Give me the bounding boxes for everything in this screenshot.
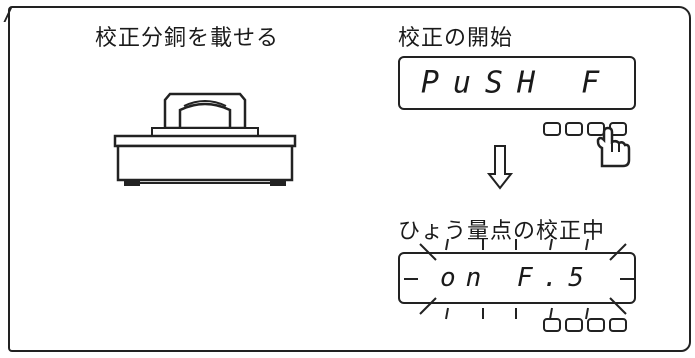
start-calibration-heading: 校正の開始: [398, 26, 514, 51]
keypad-key-3[interactable]: [587, 318, 605, 332]
lcd-text-push: PuSH F: [420, 65, 614, 101]
lcd-display-push: PuSH F: [398, 56, 636, 110]
keypad-key-2[interactable]: [565, 318, 583, 332]
frame-corner-mark: [3, 8, 26, 22]
down-arrow-icon: [486, 145, 514, 190]
blink-rays-icon: [404, 238, 634, 320]
keypad-key-1[interactable]: [543, 122, 561, 136]
lcd-display-blinking: on F.5: [398, 252, 636, 304]
calibrating-heading: ひょう量点の校正中: [398, 219, 606, 244]
place-weight-heading: 校正分銅を載せる: [95, 26, 280, 51]
keypad-key-1[interactable]: [543, 318, 561, 332]
keypad-key-4[interactable]: [609, 318, 627, 332]
balance-with-weight-illustration: [113, 92, 297, 186]
keypad-step1: [543, 122, 627, 136]
keypad-key-2[interactable]: [565, 122, 583, 136]
lcd-text-on-fs: on F.5: [440, 263, 594, 293]
diagram-frame: [3, 6, 691, 352]
pointing-hand-icon: [596, 126, 631, 168]
keypad-step2: [543, 318, 627, 332]
